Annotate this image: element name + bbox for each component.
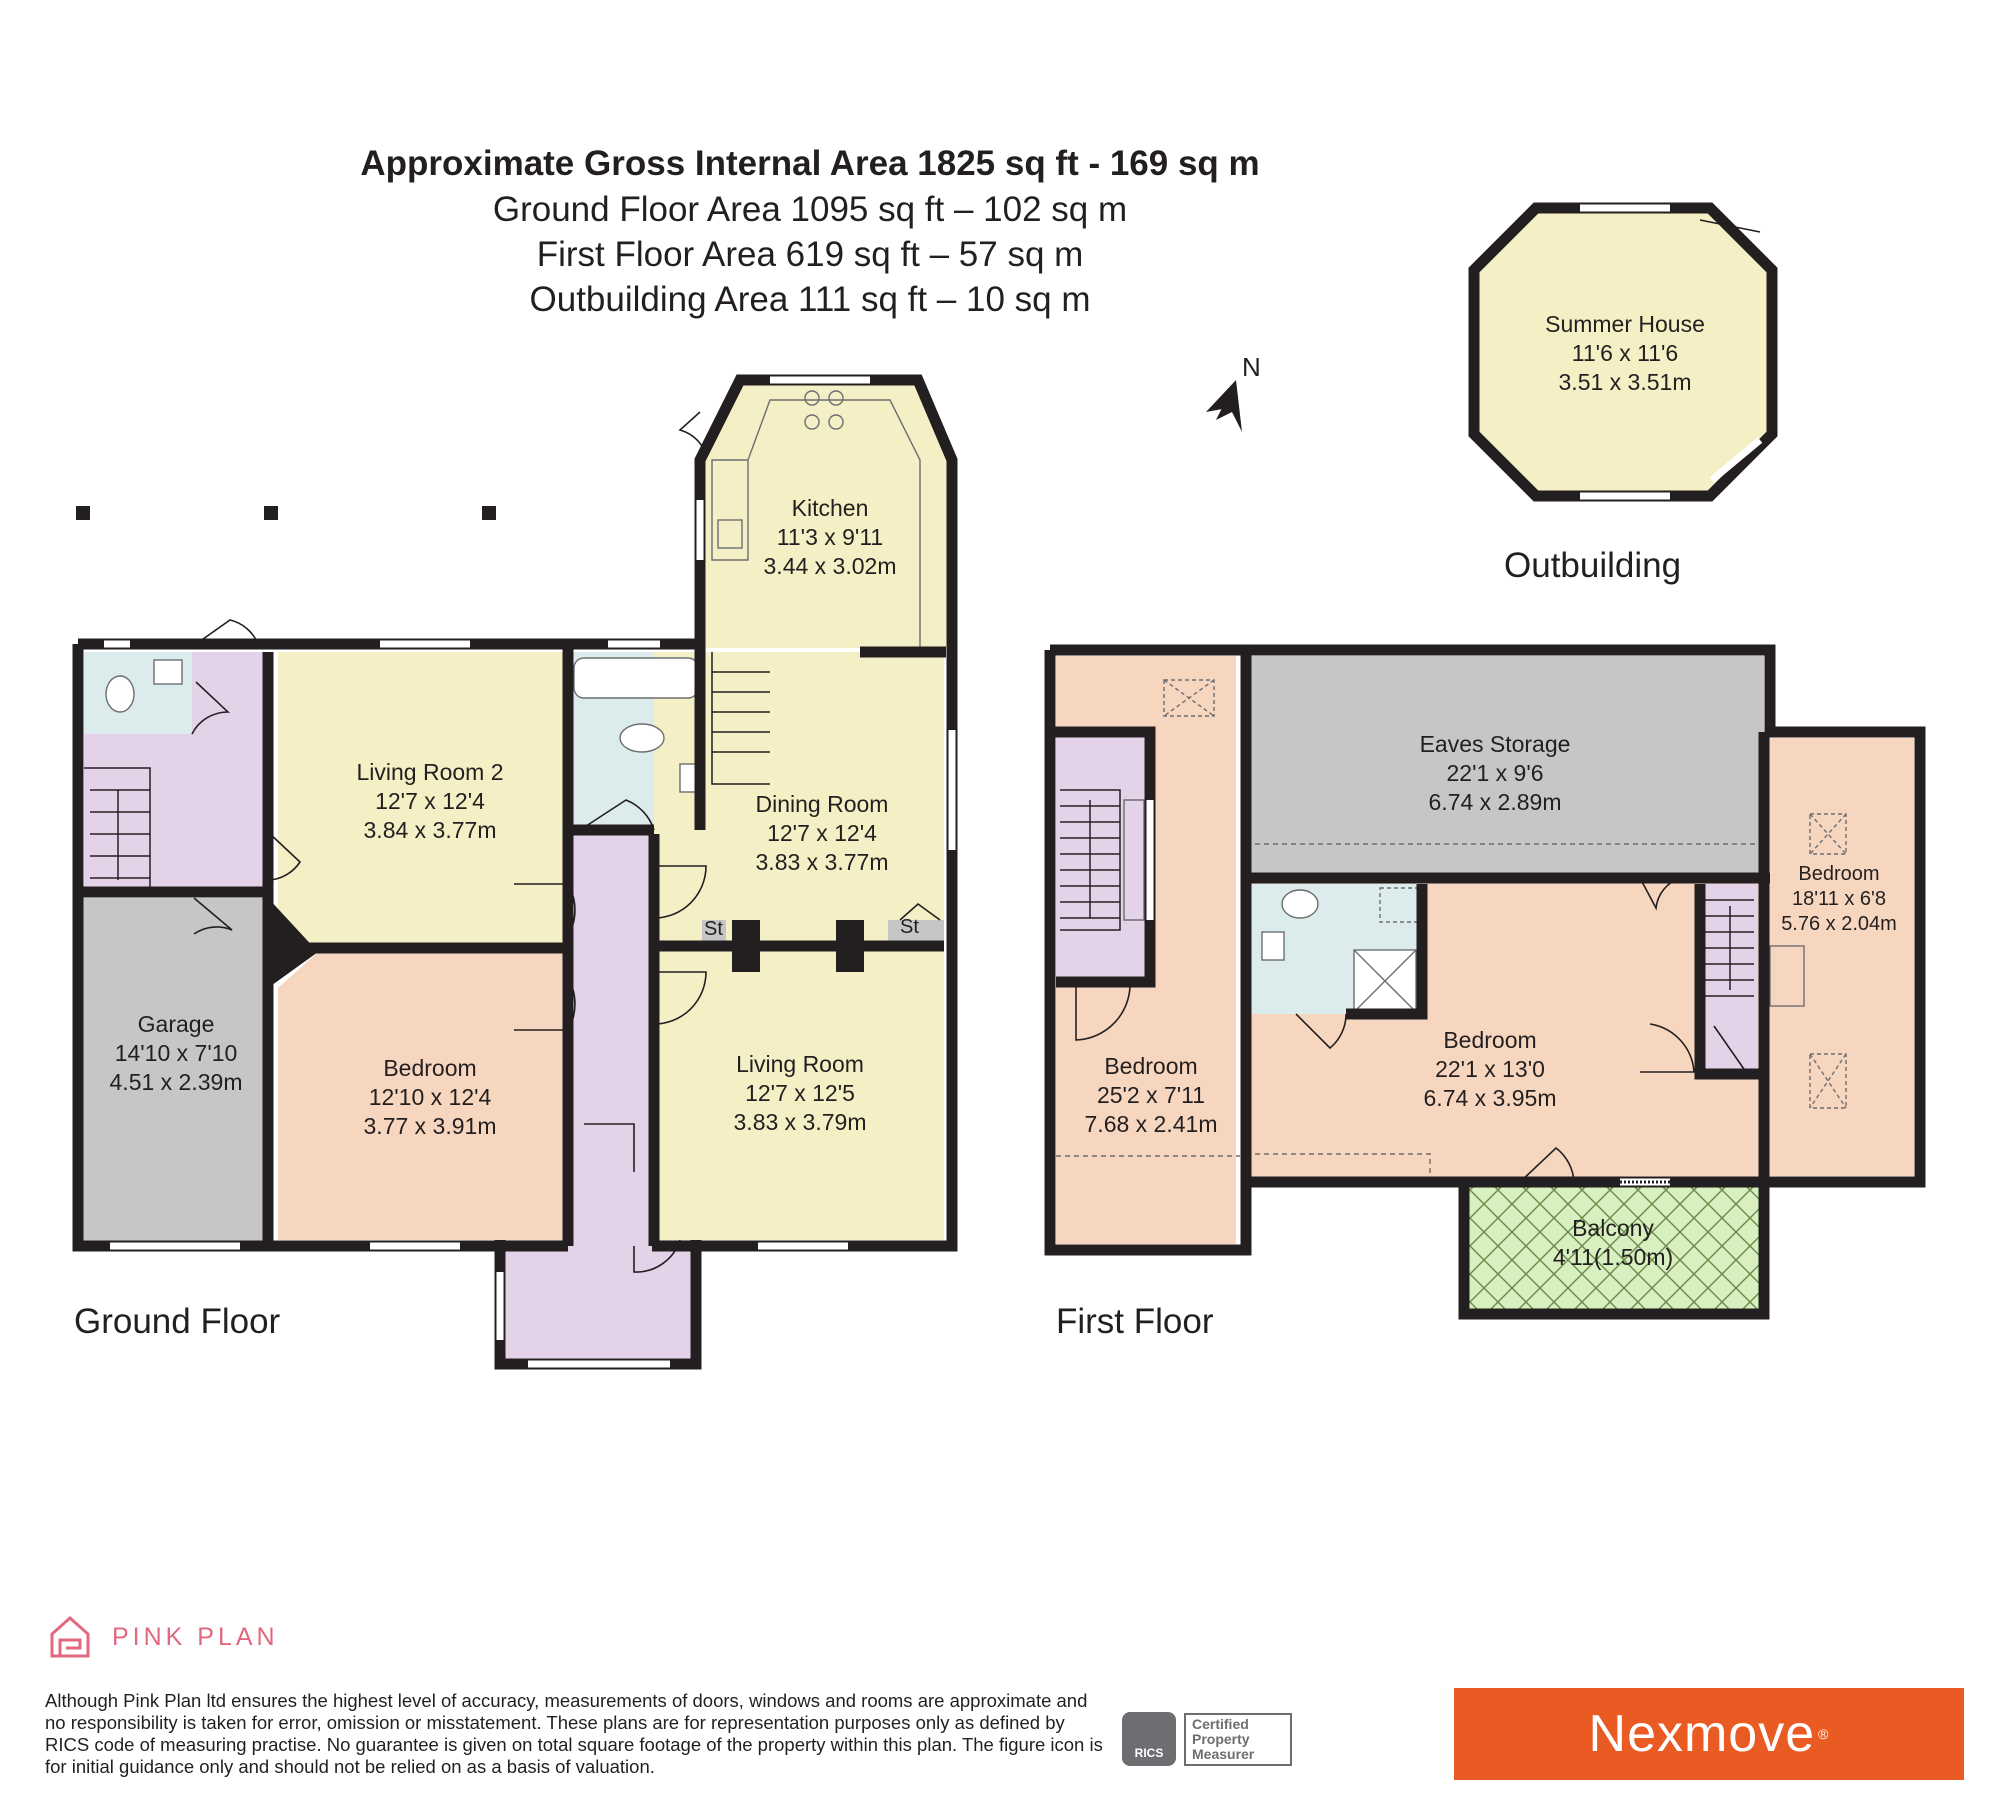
store-label-left: St xyxy=(704,918,723,940)
ground-floor-plan xyxy=(72,374,958,1370)
north-arrow-icon xyxy=(1206,380,1242,432)
store-label-right: St xyxy=(900,916,919,938)
house-logo-icon xyxy=(50,1615,90,1658)
ground-floor-area: Ground Floor Area 1095 sq ft – 102 sq m xyxy=(492,190,1128,229)
kitchen-area xyxy=(702,380,950,648)
disclaimer-text: Although Pink Plan ltd ensures the highe… xyxy=(45,1690,1103,1777)
dining-top-strip xyxy=(772,652,944,784)
first-floor-label: First Floor xyxy=(1056,1302,1214,1341)
first-floor-area: First Floor Area 619 sq ft – 57 sq m xyxy=(536,235,1084,274)
gross-area-title: Approximate Gross Internal Area 1825 sq … xyxy=(360,144,1260,183)
pink-plan-logo: PINK PLAN xyxy=(46,1612,279,1662)
living-room-area xyxy=(654,948,944,1240)
outbuilding-plan xyxy=(1468,202,1778,502)
rics-seal: RICS xyxy=(1122,1712,1176,1766)
entrance-hall-area xyxy=(84,734,268,892)
balcony-area xyxy=(1468,1186,1760,1310)
north-label: N xyxy=(1242,352,1261,382)
registered-mark: ® xyxy=(1818,1726,1830,1742)
rics-certified-label: Certified Property Measurer xyxy=(1184,1712,1292,1766)
garage-area xyxy=(78,898,268,1246)
eaves-storage-area xyxy=(1246,656,1764,878)
entrance-corridor-area xyxy=(192,652,268,734)
store-right xyxy=(888,920,944,942)
ground-bedroom-area xyxy=(278,952,568,1240)
nexmove-wordmark: Nexmove xyxy=(1588,1705,1816,1763)
summer-house-area xyxy=(1468,202,1778,502)
pink-plan-wordmark: PINK PLAN xyxy=(112,1622,279,1651)
landing-area xyxy=(1056,732,1150,982)
outbuilding-area: Outbuilding Area 111 sq ft – 10 sq m xyxy=(529,280,1091,319)
porch-area xyxy=(500,1240,696,1364)
rics-badge: RICS Certified Property Measurer xyxy=(1122,1712,1292,1766)
first-floor-plan xyxy=(1044,644,1926,1320)
ground-floor-label: Ground Floor xyxy=(74,1302,281,1341)
store-left xyxy=(702,920,726,942)
outbuilding-label: Outbuilding xyxy=(1504,546,1682,585)
stair-landing-area xyxy=(1700,884,1758,1074)
hallway-area xyxy=(568,830,654,1240)
living-room-2-area xyxy=(278,652,568,948)
nexmove-logo: Nexmove® xyxy=(1454,1688,1964,1780)
